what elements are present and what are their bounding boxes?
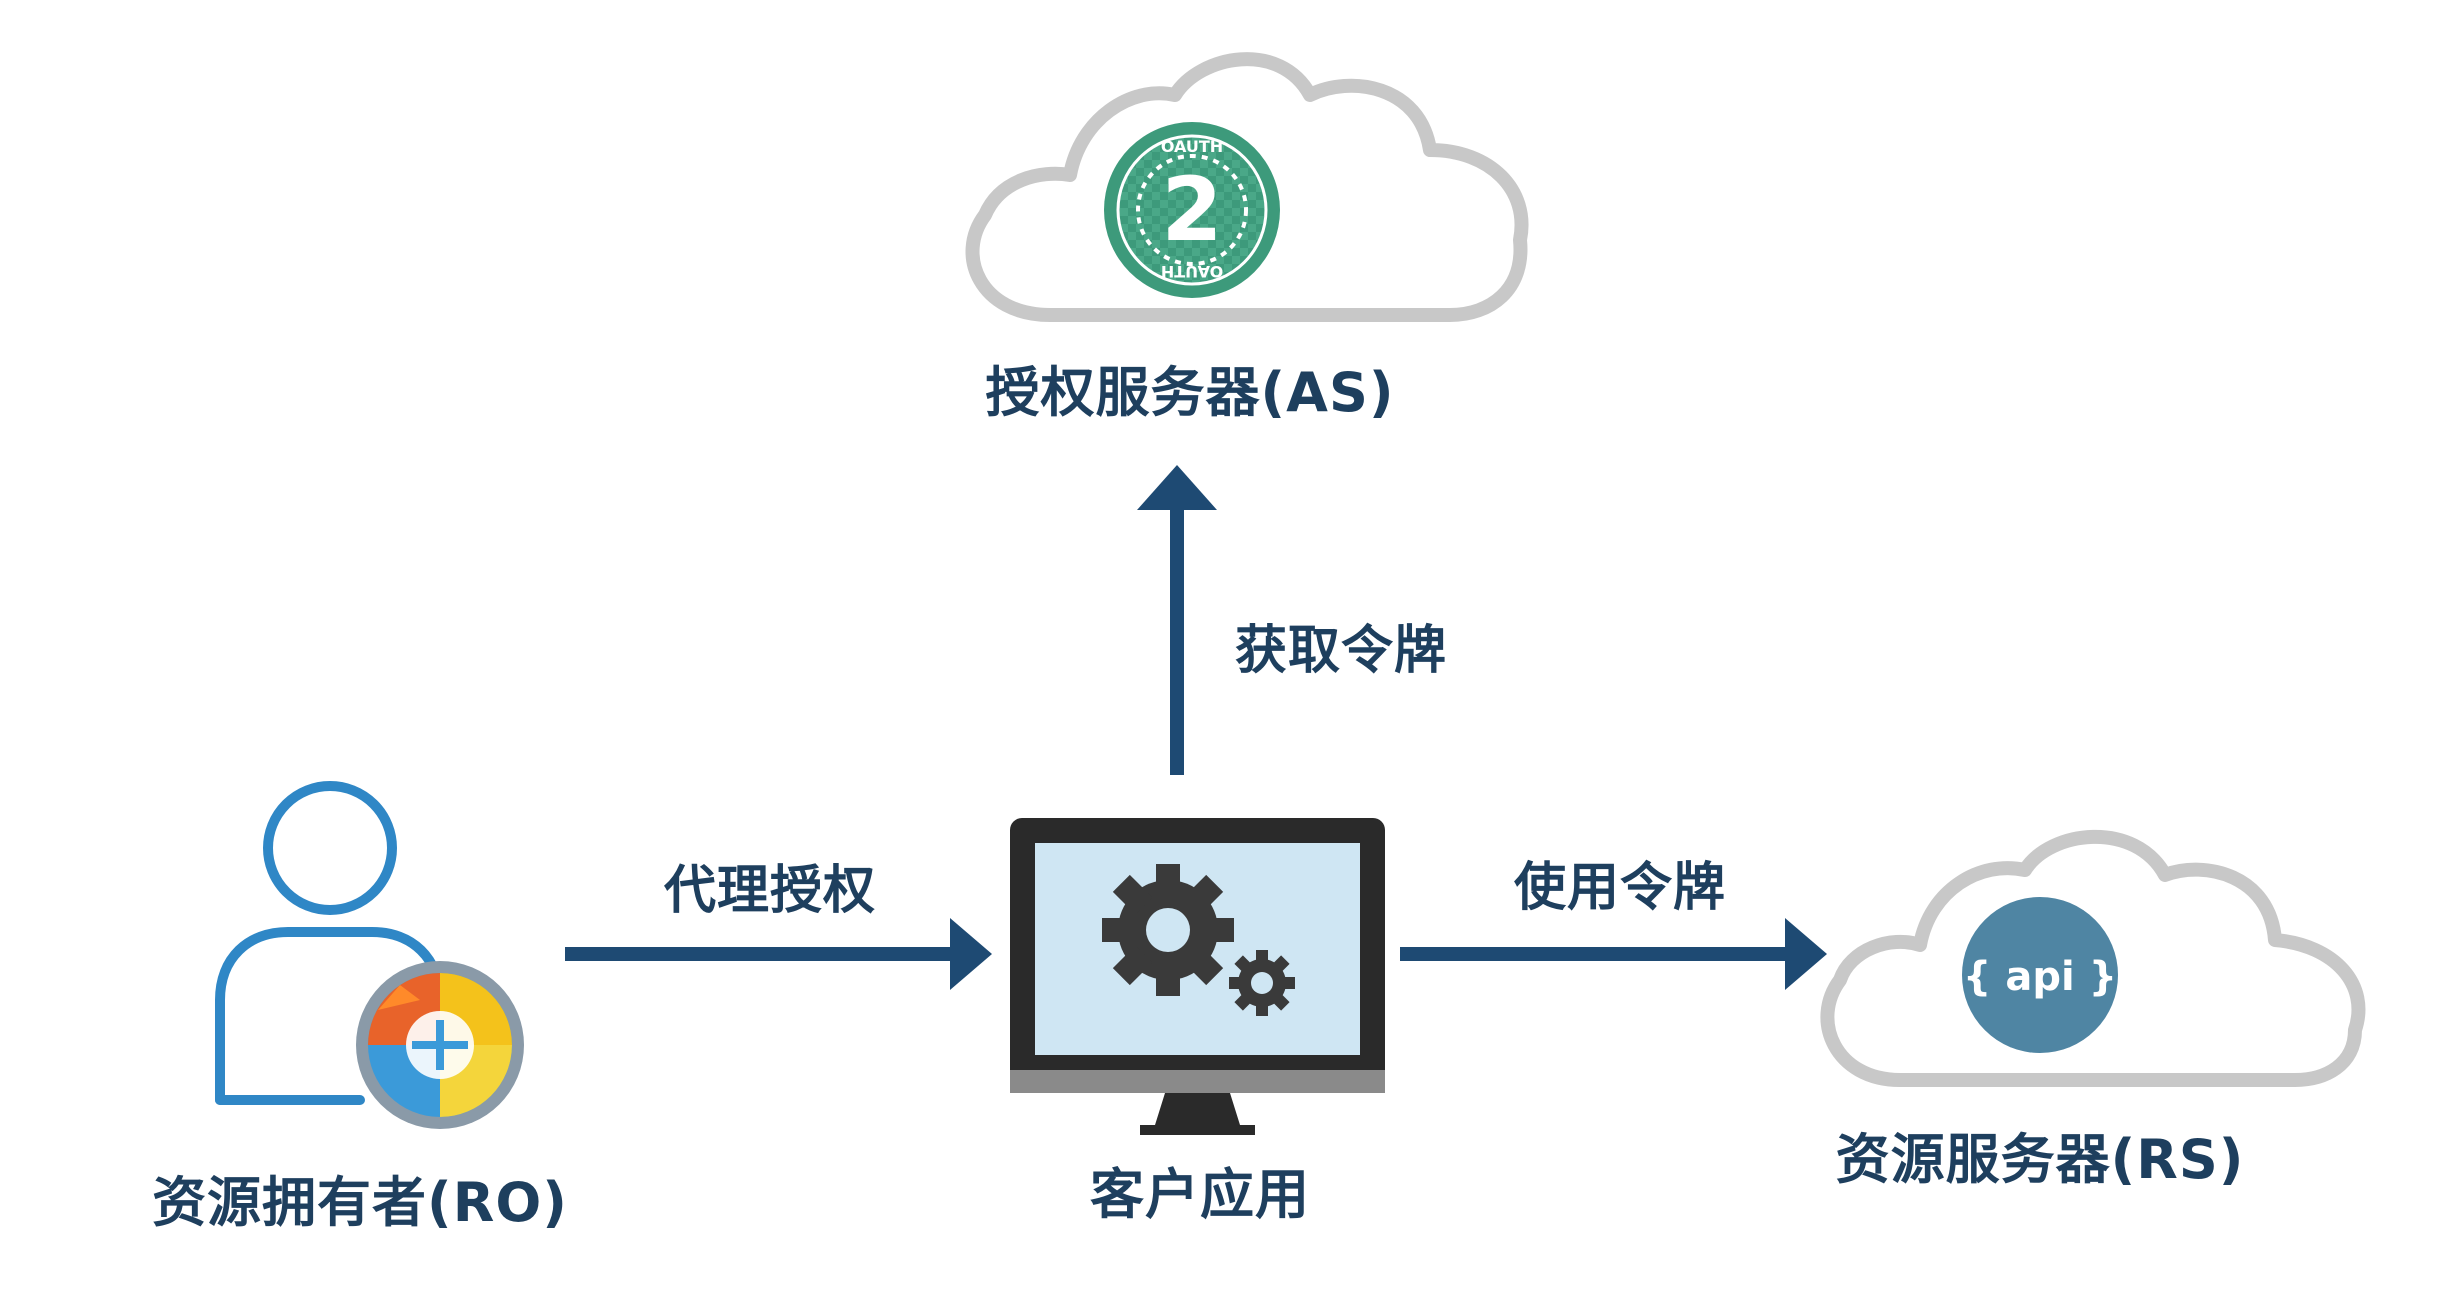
oauth-ring-top: OAUTH (1161, 137, 1223, 156)
arrow-ro-to-client (565, 918, 992, 990)
ro-label: 资源拥有者(RO) (152, 1171, 568, 1234)
gears-icon (1102, 864, 1295, 1016)
arrow-client-to-as (1137, 465, 1217, 775)
oauth-number: 2 (1161, 158, 1222, 261)
edge-label-get-token: 获取令牌 (1235, 621, 1448, 681)
monitor-icon (1010, 818, 1385, 1135)
browser-icon (356, 961, 524, 1129)
api-badge-icon: { api } (1962, 897, 2118, 1053)
client-label: 客户应用 (1090, 1163, 1310, 1226)
edge-label-delegate-auth: 代理授权 (663, 861, 876, 921)
api-badge-text: { api } (1963, 954, 2117, 1000)
as-label: 授权服务器(AS) (985, 361, 1395, 424)
edge-label-use-token: 使用令牌 (1513, 858, 1726, 918)
oauth2-badge-icon: OAUTH OAUTH 2 (1104, 122, 1280, 298)
arrow-client-to-rs (1400, 918, 1827, 990)
rs-label: 资源服务器(RS) (1835, 1128, 2245, 1191)
oauth-ring-bottom: OAUTH (1161, 262, 1223, 281)
